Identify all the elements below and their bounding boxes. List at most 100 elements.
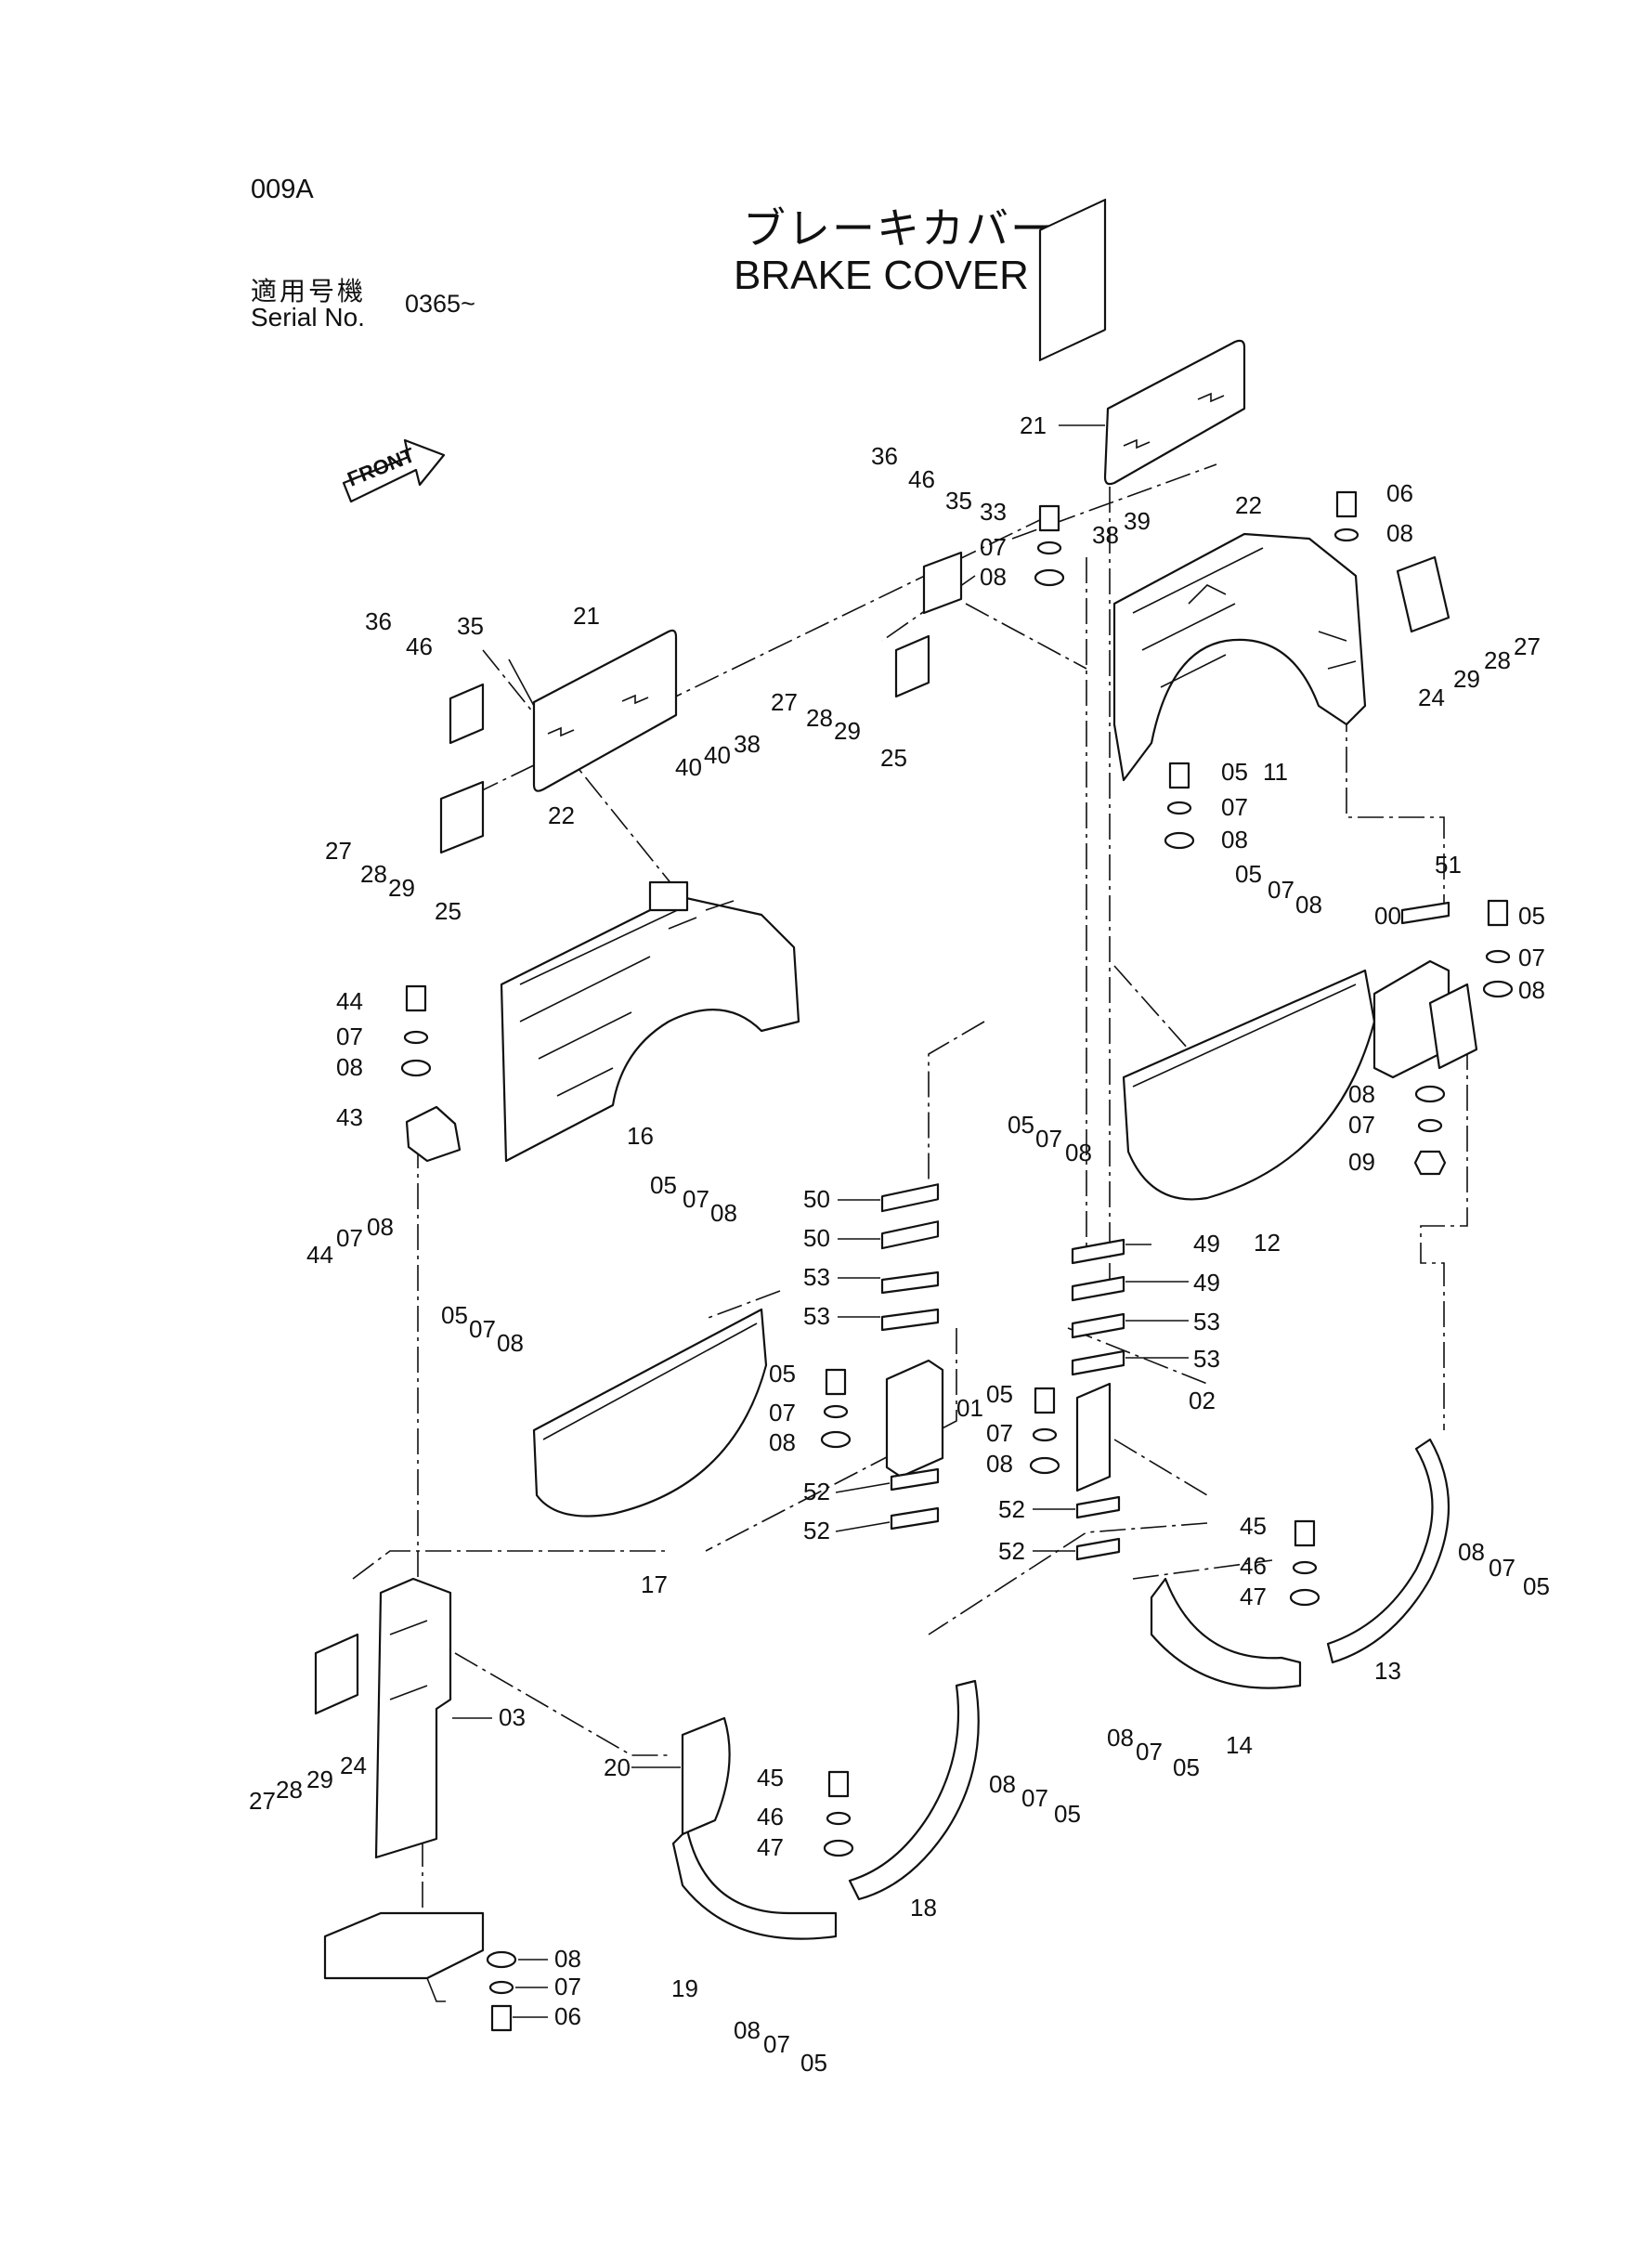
cover-detail (1318, 631, 1357, 670)
callout-29: 29 (834, 717, 861, 745)
part-25-plate-left (439, 780, 485, 854)
callout-08: 08 (989, 1770, 1016, 1798)
shim-53a (880, 1270, 940, 1295)
callout-05: 05 (1221, 758, 1248, 786)
lockwasher-07 (403, 1030, 429, 1045)
callout-02: 02 (1189, 1387, 1216, 1414)
callout-08: 08 (1386, 519, 1413, 547)
callout-07: 07 (554, 1973, 581, 2000)
part-21-inspection-plate (1103, 339, 1246, 486)
plate-outline (1103, 339, 1246, 486)
callout-07: 07 (1268, 876, 1294, 904)
base-plate (323, 1911, 485, 2002)
pillar-outline (374, 1577, 452, 1859)
callout-03: 03 (499, 1703, 526, 1731)
callout-05: 05 (1173, 1753, 1200, 1781)
washer-08 (1164, 831, 1195, 850)
callout-08: 08 (1065, 1139, 1092, 1166)
bolt-33 (1038, 504, 1060, 532)
callout-08: 08 (1518, 976, 1545, 1004)
shim-52b (890, 1506, 940, 1531)
washer-08 (400, 1059, 432, 1077)
callout-29: 29 (388, 874, 415, 902)
cover-detail (668, 900, 735, 930)
bracket-outline (885, 1359, 944, 1479)
washer-08 (486, 1950, 517, 1969)
plate-outline (449, 683, 485, 745)
callout-16: 16 (627, 1122, 654, 1150)
serial-label-english: Serial No. (251, 303, 365, 332)
part-21-inspection-plate-left (532, 629, 678, 792)
callout-22: 22 (548, 801, 575, 829)
band-outline (1326, 1438, 1450, 1664)
part-24-cover-plate-upper (1396, 555, 1450, 633)
bracket-flange (1428, 983, 1478, 1070)
callout-36: 36 (871, 442, 898, 470)
callout-29: 29 (306, 1765, 333, 1793)
shim-52c (1075, 1495, 1121, 1519)
center-line (1067, 1327, 1208, 1385)
lockwasher-46 (1292, 1560, 1318, 1575)
shim-49a (1071, 1238, 1125, 1265)
front-arrow-shape (342, 438, 446, 503)
shim-50a (880, 1183, 940, 1213)
bolt-44 (405, 984, 427, 1012)
callout-07: 07 (683, 1185, 709, 1213)
base-outline (323, 1911, 485, 1980)
callout-08: 08 (1107, 1724, 1134, 1752)
callout-40: 40 (675, 753, 702, 781)
plate-outline (314, 1633, 359, 1715)
part-01-bracket (885, 1359, 944, 1479)
callout-08: 08 (554, 1945, 581, 1973)
part-12-lower-cover-right (1122, 969, 1376, 1201)
callout-05: 05 (1235, 860, 1262, 888)
part-18-arc-band (848, 1679, 980, 1901)
washer-08 (1482, 980, 1514, 998)
callout-22: 22 (1235, 491, 1262, 519)
callout-08: 08 (710, 1199, 737, 1227)
shim-53b (880, 1308, 940, 1332)
shim-52d (1075, 1537, 1121, 1561)
callout-28: 28 (1484, 646, 1511, 674)
page-code: 009A (251, 175, 314, 204)
callout-53: 53 (803, 1263, 830, 1291)
callout-50: 50 (803, 1185, 830, 1213)
band-outline (671, 1828, 838, 1940)
cover-outline (500, 894, 800, 1163)
part-24-cover-plate-lower (314, 1633, 359, 1715)
callout-08: 08 (1295, 891, 1322, 919)
callout-08: 08 (734, 2016, 761, 2044)
part-16-brake-cover-left (500, 880, 800, 1163)
callout-25: 25 (435, 897, 462, 925)
center-line (1011, 463, 1217, 540)
part-13-arc-band (1326, 1438, 1450, 1664)
callout-11: 11 (1263, 758, 1288, 786)
callout-06: 06 (1386, 479, 1413, 507)
shim-49b (1071, 1275, 1125, 1302)
cover-side-panel (1038, 198, 1107, 361)
callout-17: 17 (641, 1570, 668, 1598)
callout-07: 07 (1035, 1125, 1062, 1153)
callout-39: 39 (1124, 507, 1151, 535)
shim-53c (1071, 1312, 1125, 1339)
center-line (352, 1550, 669, 1580)
callout-47: 47 (1240, 1583, 1267, 1610)
callout-46: 46 (406, 632, 433, 660)
callout-05: 05 (650, 1171, 677, 1199)
callout-18: 18 (910, 1894, 937, 1922)
part-00-bracket (1372, 959, 1478, 1079)
plate-outline (894, 634, 930, 698)
callout-07: 07 (1136, 1738, 1163, 1765)
callout-51: 51 (1435, 851, 1462, 879)
center-line (965, 603, 1087, 670)
part-02-bracket (1075, 1382, 1112, 1492)
plate-outline (1396, 555, 1450, 633)
washer-08 (1414, 1085, 1446, 1103)
lockwasher-07 (1417, 1118, 1443, 1133)
lockwasher-46 (826, 1811, 852, 1826)
plate-slots (1123, 392, 1225, 449)
center-line (454, 1652, 669, 1756)
band-outline (1150, 1577, 1302, 1689)
callout-13: 13 (1374, 1657, 1401, 1685)
callout-21-upper: 21 (1020, 411, 1047, 439)
